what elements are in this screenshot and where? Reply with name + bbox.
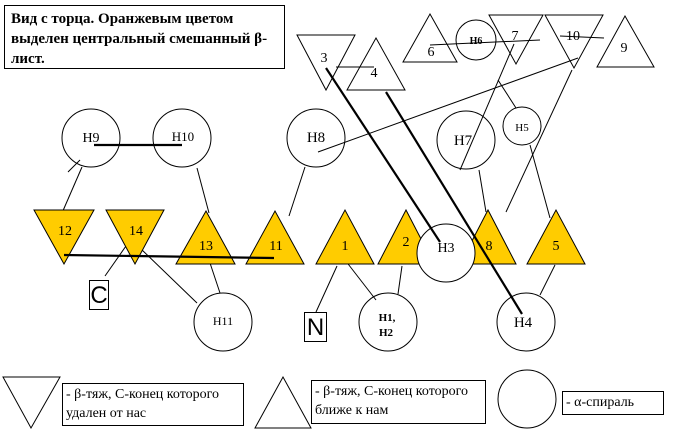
helix-H3 [416, 223, 476, 283]
legend-circle-icon [497, 369, 557, 429]
helix-label-H1: H1, [379, 312, 396, 324]
helix-H9 [61, 108, 121, 168]
legend-up-triangle-icon [254, 375, 312, 429]
strand-14 [105, 209, 165, 266]
legend-up-strand-text: - β-тяж, С-конец которого ближе к нам [311, 380, 486, 424]
helix-label-H3: H3 [437, 241, 454, 256]
strand-label-5: 5 [553, 239, 560, 254]
helix-label-H2: H2 [379, 327, 394, 339]
c-terminus-label: C [89, 280, 109, 310]
strand-9 [596, 14, 655, 68]
strand-12 [33, 209, 95, 266]
helix-label-H4: H4 [514, 315, 533, 331]
legend-down-strand-text: - β-тяж, С-конец которого удален от нас [62, 383, 244, 426]
strand-3 [296, 34, 356, 92]
strand-7 [488, 14, 544, 66]
helix-label-H11: H11 [213, 314, 233, 328]
strand-label-11: 11 [269, 239, 282, 254]
helix-label-H10: H10 [172, 129, 194, 144]
caption: Вид с торца. Оранжевым цветом выделен це… [4, 5, 285, 69]
strand-1 [315, 208, 375, 265]
strand-label-3: 3 [321, 51, 328, 66]
legend-down-triangle-icon [2, 376, 61, 430]
helix-H10 [152, 108, 212, 168]
legend-helix-text: - α-спираль [562, 391, 664, 415]
n-terminus-label: N [304, 312, 327, 342]
strand-label-4: 4 [371, 66, 378, 81]
helix-H8 [286, 108, 346, 168]
strand-label-10: 10 [566, 29, 580, 44]
helix-H11 [193, 292, 253, 352]
helix-H7 [436, 110, 496, 170]
strand-label-2: 2 [403, 235, 410, 250]
helix-label-H7: H7 [454, 133, 473, 149]
helix-label-H9: H9 [82, 131, 99, 146]
helix-H6 [455, 19, 497, 61]
strand-6 [402, 12, 458, 63]
strand-11 [245, 209, 305, 265]
strand-label-1: 1 [342, 239, 349, 254]
strand-label-14: 14 [129, 224, 143, 239]
strand-label-12: 12 [58, 224, 72, 239]
strand-13 [175, 209, 236, 265]
helix-label-H8: H8 [307, 130, 325, 146]
helix-label-H5: H5 [515, 122, 529, 134]
helix-label-H6: H6 [470, 36, 483, 47]
strand-10 [544, 14, 604, 70]
helix-H4 [496, 292, 556, 352]
helix-H5 [502, 106, 542, 146]
helix-H1H2 [358, 292, 418, 352]
strand-4 [346, 36, 406, 91]
strand-label-13: 13 [199, 239, 213, 254]
strand-label-6: 6 [428, 45, 435, 60]
strand-label-9: 9 [621, 41, 628, 56]
strand-label-8: 8 [486, 239, 493, 254]
strand-label-7: 7 [512, 29, 519, 44]
strand-5 [526, 208, 586, 265]
